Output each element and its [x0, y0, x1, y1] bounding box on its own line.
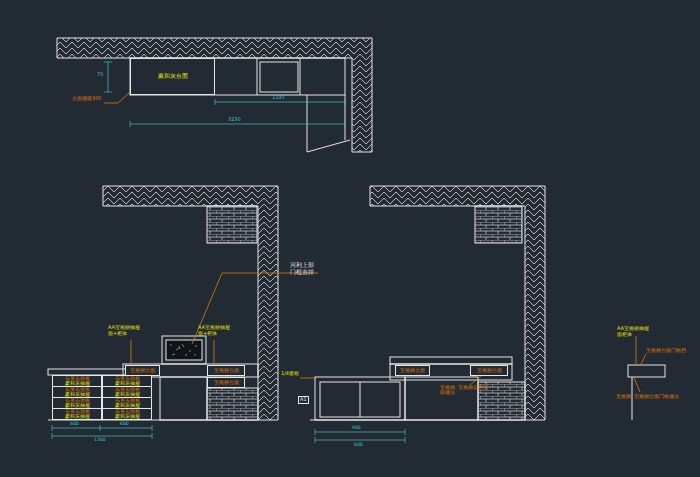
annotation: 台面侧面300 [72, 96, 102, 102]
cad-rect [260, 62, 298, 92]
annotation: 宝格丽, 宝格丽石材门 一段做法 [440, 385, 495, 396]
cad-rect [390, 364, 512, 380]
cabinet-panel: 宝格丽台面 [207, 365, 245, 376]
panel-text: 石英石面板 [65, 387, 90, 392]
dimension-text: 1195 [272, 95, 285, 101]
cad-rect [166, 340, 202, 360]
dimension-text: 1200 [94, 437, 106, 442]
panel-text: 石英石面板 [115, 409, 140, 414]
cad-rect [130, 58, 345, 95]
cad-polygon [103, 186, 278, 420]
panel-text: 宝格丽台面 [130, 368, 155, 374]
dimension-text: 3230 [228, 117, 241, 123]
cabinet-panel: 宝格丽台面 [125, 365, 160, 376]
annotation: AA宝格丽抽屉 面+柜体 [108, 325, 142, 337]
cabinet-panel: 宝格丽台面 [470, 365, 508, 376]
cabinet-panel: 石英石面板豪和灰抽屉 [102, 408, 152, 420]
cad-path [300, 378, 315, 379]
cad-rect [207, 206, 257, 243]
panel-text: 豪和灰台面 [158, 73, 188, 80]
annotation: 1/4窗框 [281, 371, 299, 377]
cad-line [257, 58, 258, 95]
panel-text: 石英石面板 [115, 398, 140, 403]
panel-text: 豪和灰抽屉 [65, 414, 90, 419]
cad-path [170, 344, 197, 356]
cad-g [52, 62, 405, 443]
dimension-text: 70 [97, 72, 103, 78]
cad-rect [320, 382, 400, 417]
cad-line [360, 382, 361, 417]
cad-rect [390, 357, 512, 364]
panel-text: 石英石面板 [65, 409, 90, 414]
cad-line [300, 58, 301, 95]
cad-rect [315, 377, 405, 420]
panel-text: 石英石面板 [115, 387, 140, 392]
cad-line [310, 420, 525, 421]
cad-path [52, 425, 152, 431]
cad-path [104, 92, 130, 103]
annotation: A1 [298, 396, 309, 404]
panel-text: 宝格丽台面 [214, 380, 239, 386]
cad-polygon [57, 38, 372, 152]
annotation: 宝格丽, 宝格丽台面门框做法 [616, 394, 696, 399]
cad-path [214, 340, 215, 364]
cad-path [104, 62, 112, 92]
dimension-text: 600 [70, 421, 79, 426]
panel-text: 石英石面板 [115, 376, 140, 381]
cad-path [640, 354, 646, 366]
cad-line [307, 95, 308, 152]
cad-rect [123, 364, 258, 377]
panel-text: 石英石面板 [65, 398, 90, 403]
dimension-text: 600 [354, 442, 363, 447]
cad-path [131, 340, 132, 364]
panel-text: 宝格丽台面 [400, 368, 425, 374]
cad-g [48, 38, 665, 420]
cad-g [104, 92, 646, 392]
cad-path [636, 336, 637, 365]
cad-line [307, 140, 350, 152]
cad-rect [405, 377, 478, 420]
cad-rect [207, 388, 258, 420]
cabinet-panel: 豪和灰台面 [130, 58, 215, 95]
annotation: 宝格丽台面门框挡 [646, 348, 686, 353]
panel-text: 石英石面板 [65, 376, 90, 381]
annotation: 河利上部 门框去掉 [290, 262, 318, 276]
panel-text: 宝格丽台面 [214, 368, 239, 374]
cad-rect [160, 377, 207, 420]
cabinet-panel: 石英石面板豪和灰抽屉 [52, 408, 102, 420]
dimension-text: 600 [120, 421, 129, 426]
panel-text: 宝格丽台面 [477, 368, 502, 374]
dimension-text: 900 [352, 425, 361, 430]
annotation: AA宝格丽抽屉 面柜体 [617, 326, 651, 338]
cad-g [170, 344, 197, 356]
cabinet-panel: 宝格丽台面 [395, 365, 430, 376]
cad-rect [628, 365, 665, 377]
cad-rect [162, 336, 206, 364]
panel-text: 豪和灰抽屉 [115, 414, 140, 419]
cad-polygon [370, 186, 545, 420]
cabinet-panel: 宝格丽台面 [207, 377, 245, 388]
cad-path [634, 378, 640, 392]
cad-rect [475, 206, 522, 243]
annotation: AA宝格丽抽屉 面+柜体 [198, 325, 232, 337]
